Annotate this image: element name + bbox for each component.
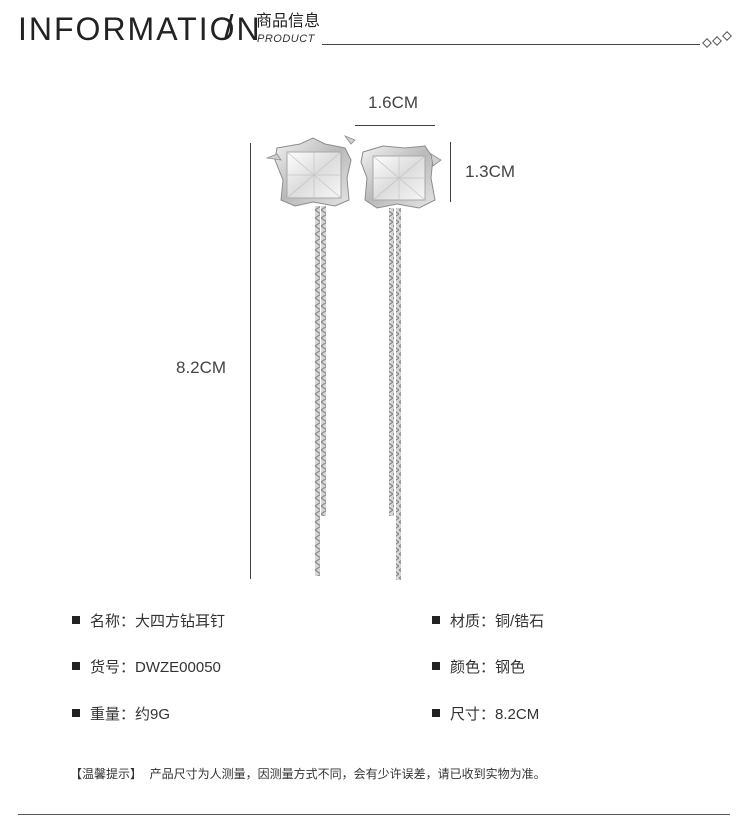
header-divider — [322, 44, 700, 45]
footer-divider — [18, 814, 730, 815]
section-title-cn: 商品信息 — [256, 11, 321, 30]
spec-color: 颜色：钢色 — [432, 657, 525, 678]
earrings-image — [265, 135, 442, 580]
bullet-icon — [432, 709, 440, 717]
spec-value: 钢色 — [495, 659, 526, 676]
bullet-icon — [432, 616, 440, 624]
spec-label: 名称： — [90, 612, 136, 630]
height-top-line — [450, 142, 451, 202]
spec-label: 材质： — [450, 612, 496, 630]
spec-label: 货号： — [90, 658, 136, 676]
height-top-label: 1.3CM — [465, 162, 516, 181]
spec-weight: 重量：约9G — [72, 704, 170, 725]
bullet-icon — [72, 662, 80, 670]
diamonds-icon — [702, 31, 732, 48]
width-line — [355, 125, 435, 126]
spec-size: 尺寸：8.2CM — [432, 704, 539, 725]
spec-label: 重量： — [90, 705, 136, 723]
section-subtitle-en: PRODUCT — [257, 33, 315, 45]
spec-label: 尺寸： — [450, 705, 496, 723]
spec-sku: 货号：DWZE00050 — [72, 657, 221, 678]
bullet-icon — [72, 616, 80, 624]
spec-value: 大四方钻耳钉 — [135, 613, 226, 630]
bullet-icon — [432, 662, 440, 670]
spec-value: DWZE00050 — [135, 659, 221, 676]
right-earring — [360, 145, 442, 580]
notice-prefix: 【温馨提示】 — [70, 767, 143, 781]
spec-value: 约9G — [135, 706, 171, 723]
spec-value: 8.2CM — [495, 706, 540, 723]
width-label: 1.6CM — [368, 93, 419, 112]
notice-text: 【温馨提示】 产品尺寸为人测量，因测量方式不同，会有少许误差，请已收到实物为准。 — [70, 765, 546, 782]
page-title: INFORMATION — [18, 11, 262, 47]
length-label: 8.2CM — [176, 358, 227, 377]
title-slash: / — [224, 9, 234, 47]
spec-material: 材质：铜/锆石 — [432, 611, 544, 632]
spec-label: 颜色： — [450, 658, 496, 676]
left-earring — [265, 135, 356, 576]
notice-body: 产品尺寸为人测量，因测量方式不同，会有少许误差，请已收到实物为准。 — [149, 767, 546, 781]
spec-name: 名称：大四方钻耳钉 — [72, 611, 225, 632]
length-line — [250, 143, 251, 579]
spec-value: 铜/锆石 — [495, 613, 545, 630]
bullet-icon — [72, 709, 80, 717]
